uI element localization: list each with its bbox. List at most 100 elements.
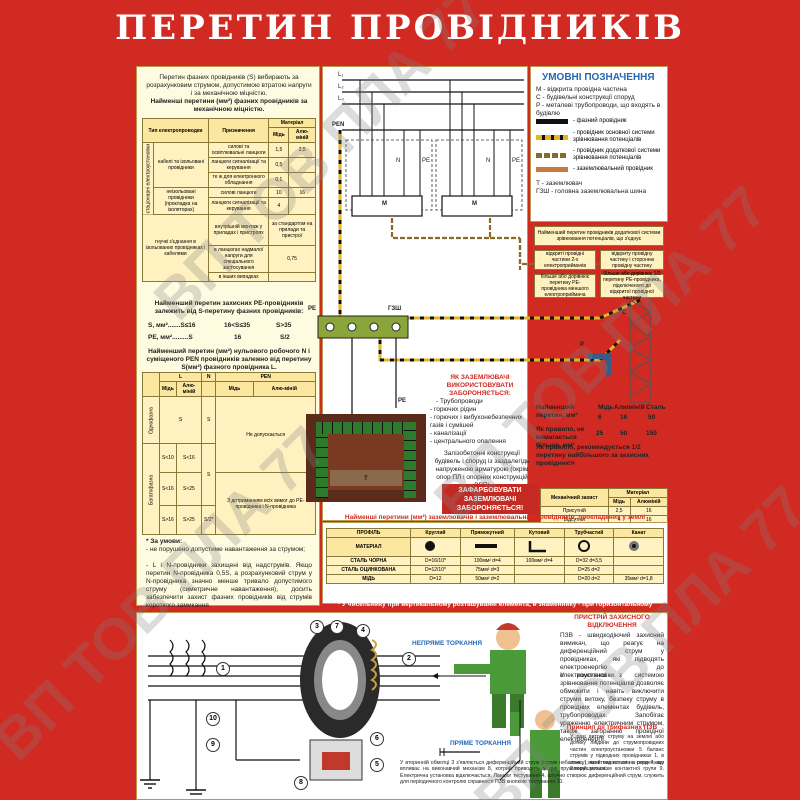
pen-cell: S<10 [159, 443, 177, 473]
indirect-label: НЕПРЯМЕ ТОРКАННЯ [412, 640, 483, 647]
al-cell [288, 157, 316, 173]
min-pe-table: Механічний захист Матеріал Мідь Алюміній… [540, 488, 669, 525]
legend-title: УМОВНІ ПОЗНАЧЕННЯ [542, 72, 655, 83]
pen-col-cu: Мідь [215, 381, 254, 397]
callout-8: 8 [294, 776, 308, 790]
legend-label: - провідник додаткової системи зрівнюван… [573, 148, 661, 161]
forbidden-item: - горючих рідин [430, 406, 477, 413]
pen-note: З дотриманням всіх вимог до PE-провідник… [215, 472, 316, 535]
callout-9: 9 [206, 738, 220, 752]
legend-line: М - відкрита провідна частина [536, 86, 627, 93]
main-row-al: 50 [620, 430, 628, 437]
intro-text: Перетин фазних провідників (S) вибирають… [146, 74, 312, 97]
legend-label: - провідник основної системи зрівнювання… [573, 130, 655, 143]
sub-bare: неізольовані провідники (прокладка на із… [152, 186, 210, 216]
cu-cell [268, 272, 316, 283]
profile-shape [563, 537, 615, 557]
main-cond-heading: Провідники основної системи зрівнювання … [552, 388, 650, 403]
legend-swatch [536, 152, 568, 158]
pe-row2-mid: 16 [234, 334, 242, 341]
conductor-min-table: Тип електропроводки Призначення Матеріал… [141, 118, 316, 283]
main-row-label: Як правило, не вимагається більше, мм² [536, 426, 585, 449]
profile-shape [459, 537, 515, 557]
add-box: більше або дорівнює перетину РЕ-провідни… [534, 274, 596, 298]
profile-material: МІДЬ [325, 574, 412, 584]
min-pe-heading: НАЙМЕНШІ ПЕРЕТИНИ (мм²) ЗАХИСНИХ ПРОВІДН… [550, 464, 660, 487]
use-cell: в ланцюгах надмалої напруги для спеціаль… [208, 245, 270, 274]
callout-10: 10 [206, 712, 220, 726]
label-pen: PEN [332, 122, 345, 128]
label-pe: PE [422, 158, 431, 164]
legend-line: Р - металеві трубопроводи, що входять в … [536, 102, 661, 117]
al-cell: 16 [288, 186, 316, 199]
pen-cell: S<25 [175, 472, 203, 506]
legend-label: - заземлювальний провідник [573, 166, 653, 172]
motor-box [351, 195, 423, 217]
add-box: відкриту провідну частину і сторонню про… [600, 250, 664, 270]
profile-note: * У чисельнику при вертикальному розташу… [337, 601, 653, 608]
callout-3: 3 [310, 620, 324, 634]
legend-panel [530, 66, 668, 222]
rcd-p4: У вторинній обмотці 3 з'являється дифере… [400, 760, 664, 786]
forbidden-item: - Трубопроводи [436, 398, 483, 405]
label-n: N [486, 158, 491, 164]
legend-swatch [536, 167, 568, 172]
label-l3: L₃ [338, 96, 344, 102]
gzsh-bar [317, 315, 409, 339]
forbidden-heading: ЯК ЗАЗЕМЛЮВАЧІ ВИКОРИСТОВУВАТИ ЗАБОРОНЯЄ… [446, 374, 514, 397]
main-row-label: Найменший перетин, мм² [536, 404, 578, 419]
rcd-heading: ПРИСТРІЙ ЗАХИСНОГО ВІДКЛЮЧЕННЯ [574, 614, 650, 629]
callout-5: 5 [370, 758, 384, 772]
pen-cell: S [159, 396, 202, 444]
min-heading: Найменші перетини (мм²) фазних провідник… [150, 98, 308, 113]
main-col-st: Сталь [646, 404, 666, 411]
pe-row2-label: PE, мм².........S [148, 334, 193, 341]
col-prot: Механічний захист [540, 488, 609, 507]
rcd-principle: Принцип дії трифазних ПЗВ [566, 724, 658, 731]
main-row-al: 16 [620, 414, 628, 421]
profile-cell: 50мм² d=2 [459, 574, 515, 584]
al-cell: 2,5 [288, 142, 316, 158]
pe-row1-mid: 16<S≤35 [224, 322, 251, 329]
cu-cell: 10 [268, 186, 290, 199]
pen-col-al: Алю-міній [252, 381, 317, 397]
pen-heading: Найменший перетин (мм²) нульового робочо… [146, 348, 312, 371]
legend-t: Т - заземлювач [536, 180, 583, 187]
pe-row1-label: S, мм².......S≤16 [148, 322, 196, 329]
profile-table: ПРОФІЛЬ Круглий Прямокутний Кутовий Труб… [325, 528, 664, 584]
callout-1: 1 [216, 662, 230, 676]
paint-warning-text: ЗАФАРБОВУВАТИ ЗАЗЕМЛЮВАЧІ ЗАБОРОНЯЄТЬСЯ! [456, 486, 524, 512]
pe-heading: Найменший перетин захисних PE-провідникі… [154, 300, 304, 315]
main-col-al: Алюміній [614, 404, 645, 411]
cu-cell: 1,5 [268, 142, 290, 158]
forbidden-item: - горючих і вибухонебезпечних газів і су… [430, 414, 523, 429]
main-rule: Як правило, рекомендується 1/2 перетину … [536, 444, 649, 467]
pen-cell: S/2* [200, 505, 217, 535]
col-use: Призначення [208, 118, 270, 143]
condition-item: - не порушено допустиме навантаження за … [146, 546, 306, 553]
label-p: Р [580, 342, 585, 348]
label-c: С [622, 310, 627, 316]
col-al: Алю-міній [288, 127, 316, 143]
main-row-cu: 25 [596, 430, 604, 437]
pen-col-al: Алю-міній [175, 381, 203, 397]
col-cu: Мідь [268, 127, 290, 143]
condition-item: - L і N-провідники захищені від надструм… [146, 562, 312, 609]
legend-item: - фазний провідник [536, 118, 664, 125]
al-cell [288, 197, 316, 216]
profile-heading: Найменші перетини (мм²) заземлювачів і з… [344, 514, 646, 521]
sub-flex: гнучкі з'єднання в ізольованих провідник… [141, 214, 210, 283]
main-row-cu: 6 [598, 414, 602, 421]
cu-cell: за стандартом на прилади та пристрої [268, 214, 316, 247]
pen-cell: S<16 [175, 443, 203, 473]
worker-direct [510, 710, 560, 798]
profile-cell: 35мм² d=1,8 [613, 574, 664, 584]
pen-table: L N PEN Мідь Алю-міній Мідь Алю-міній Од… [142, 372, 317, 535]
page-title: ПЕРЕТИН ПРОВІДНИКІВ [115, 8, 685, 48]
conditions-heading: * За умови: [146, 538, 183, 545]
callout-6: 6 [370, 732, 384, 746]
direct-label: ПРЯМЕ ТОРКАННЯ [450, 740, 511, 747]
motor-box [441, 195, 513, 217]
